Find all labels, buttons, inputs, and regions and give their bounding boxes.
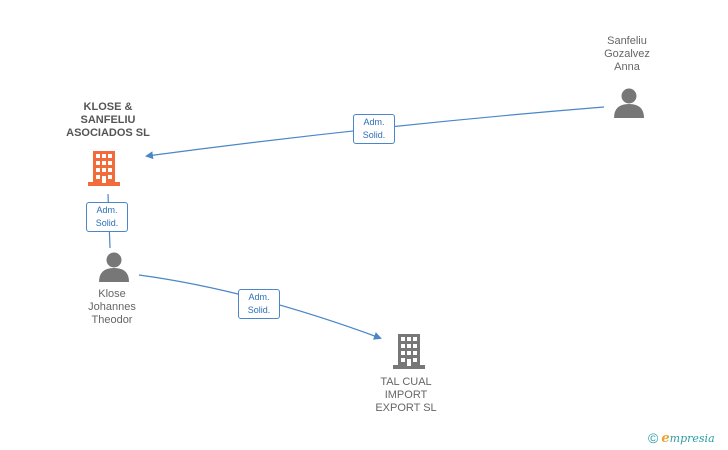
label-line: ASOCIADOS SL <box>66 127 150 139</box>
label-line: IMPORT <box>384 389 428 401</box>
copyright-icon: © <box>648 430 659 446</box>
company-label-klose-sanfeliu[interactable]: KLOSE & SANFELIU ASOCIADOS SL <box>48 101 168 140</box>
role-text: Solid. <box>247 305 271 315</box>
label-line: Klose <box>98 288 126 300</box>
label-line: SANFELIU <box>80 114 136 126</box>
brand-footer: © empresia <box>648 430 715 446</box>
building-icon[interactable] <box>88 151 120 186</box>
person-label-sanfeliu-anna[interactable]: Sanfeliu Gozalvez Anna <box>582 35 672 74</box>
brand-logo: empresia <box>661 431 715 446</box>
building-icon[interactable] <box>393 334 425 369</box>
role-text: Adm. <box>248 292 270 302</box>
label-line: Gozalvez <box>604 48 650 60</box>
role-text: Adm. <box>96 205 118 215</box>
label-line: TAL CUAL <box>380 376 432 388</box>
role-text: Adm. <box>363 117 385 127</box>
edge-label-klose-johannes-role-1[interactable]: Adm. Solid. <box>86 202 128 232</box>
brand-name: mpresia <box>669 432 715 445</box>
role-text: Solid. <box>362 130 386 140</box>
role-text: Solid. <box>95 218 119 228</box>
person-icon[interactable] <box>98 252 130 282</box>
label-line: KLOSE & <box>83 101 133 113</box>
person-icon[interactable] <box>613 88 645 118</box>
edge-label-sanfeliu-anna-role[interactable]: Adm. Solid. <box>353 114 395 144</box>
edge-label-klose-johannes-role-2[interactable]: Adm. Solid. <box>238 289 280 319</box>
label-line: Anna <box>614 61 640 73</box>
brand-initial: e <box>661 431 670 446</box>
person-label-klose-johannes[interactable]: Klose Johannes Theodor <box>67 288 157 327</box>
label-line: Johannes <box>88 301 136 313</box>
company-label-tal-cual[interactable]: TAL CUAL IMPORT EXPORT SL <box>360 376 452 415</box>
label-line: Sanfeliu <box>607 35 647 47</box>
label-line: Theodor <box>91 314 133 326</box>
label-line: EXPORT SL <box>375 402 437 414</box>
